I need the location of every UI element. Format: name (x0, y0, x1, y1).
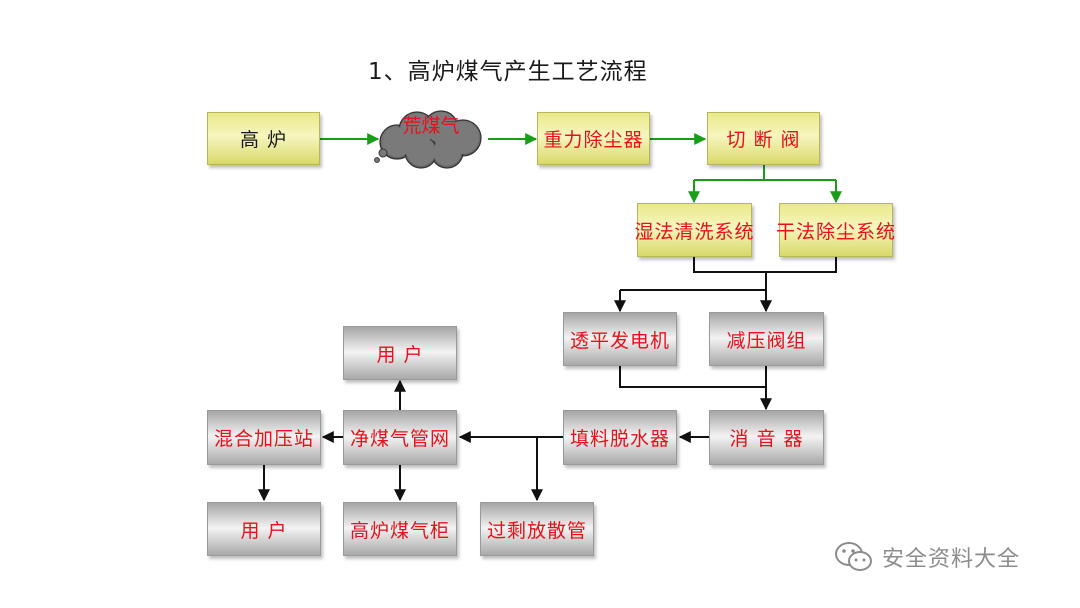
trt-generator-node: 透平发电机 (563, 312, 677, 366)
raw-gas-cloud: 荒煤气 (373, 108, 489, 170)
wechat-icon (835, 542, 872, 571)
pressure-reducing-valve-node: 减压阀组 (709, 312, 824, 366)
wet-cleaning-node: 湿法清洗系统 (635, 203, 754, 257)
user-bottom-node: 用 户 (207, 502, 321, 556)
merge-cleaning-outputs (693, 257, 837, 290)
split-valve-to-cleaning (694, 165, 836, 181)
watermark-text: 安全资料大全 (882, 547, 1021, 572)
raw-gas-label: 荒煤气 (373, 116, 489, 136)
mixing-station-node: 混合加压站 (207, 410, 321, 465)
gas-holder-node: 高炉煤气柜 (343, 502, 457, 556)
clean-gas-network-node: 净煤气管网 (343, 410, 457, 465)
cutoff-valve-node: 切 断 阀 (707, 112, 820, 165)
silencer-node: 消 音 器 (709, 410, 824, 465)
bleeder-node: 过剩放散管 (480, 502, 594, 556)
cloud-icon (374, 110, 482, 169)
gravity-dust-collector-node: 重力除尘器 (537, 112, 650, 165)
watermark: 安全资料大全 (834, 540, 1020, 574)
packed-dewater-node: 填料脱水器 (563, 410, 677, 465)
trt-to-silencer-line (619, 366, 766, 388)
diagram-title: 1、高炉煤气产生工艺流程 (368, 59, 648, 85)
dry-dust-node: 干法除尘系统 (776, 203, 895, 257)
user-top-node: 用 户 (343, 326, 457, 380)
furnace-node: 高 炉 (207, 112, 320, 165)
raw-gas-text: 荒煤气 (402, 115, 460, 137)
